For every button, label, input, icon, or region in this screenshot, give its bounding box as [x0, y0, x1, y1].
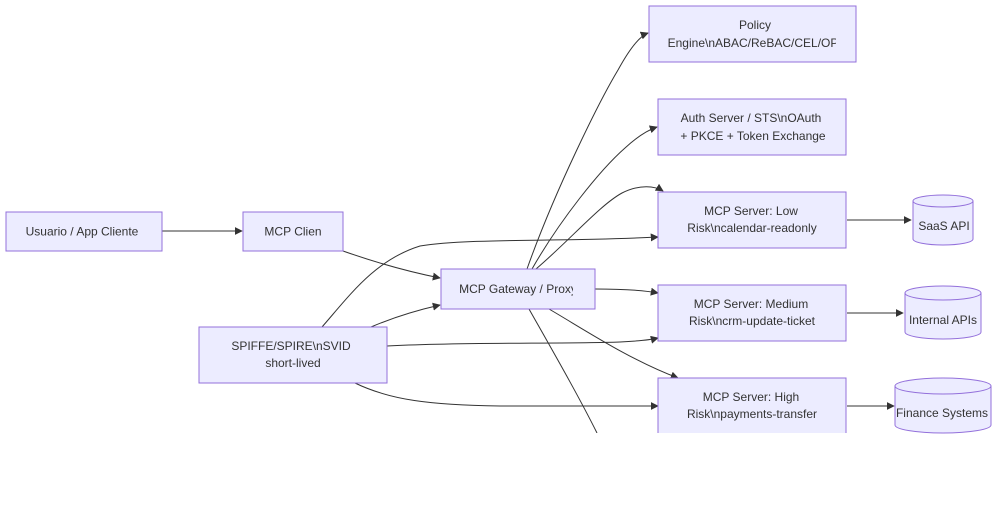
node-label: MCP Clien	[264, 225, 321, 239]
node-label-line2: short-lived	[265, 356, 320, 370]
node-server-low: MCP Server: Low Risk\ncalendar-readonly	[657, 191, 847, 249]
node-spiffe: SPIFFE/SPIRE\nSVID short-lived	[198, 326, 388, 384]
node-finance-systems: Finance Systems	[894, 377, 992, 434]
node-label-line1: MCP Server: High	[703, 390, 799, 404]
edge-gateway-to-policy	[526, 31, 649, 270]
node-internal-apis: Internal APIs	[904, 285, 982, 340]
node-label-line2: Risk\ncalendar-readonly	[687, 221, 816, 235]
edge-spiffe-to-gateway	[370, 302, 441, 328]
node-gateway: MCP Gateway / Proxy	[440, 268, 596, 310]
node-label: SaaS API	[918, 219, 969, 233]
node-label-line2: + PKCE + Token Exchange	[680, 129, 826, 143]
edge-gateway-to-low	[535, 183, 664, 270]
edge-spiffe-to-low	[321, 233, 659, 328]
node-label-line1: MCP Server: Medium	[694, 297, 808, 311]
node-auth-server: Auth Server / STS\nOAuth + PKCE + Token …	[657, 98, 847, 156]
node-label-line1: MCP Server: Low	[704, 204, 798, 218]
edges	[162, 31, 912, 433]
edge-gateway-to-medium	[594, 287, 659, 296]
edge-gateway-to-high	[548, 308, 679, 380]
node-label-line1: SPIFFE/SPIRE\nSVID	[231, 339, 351, 353]
node-label: Finance Systems	[896, 406, 988, 420]
edge-client-to-gateway	[342, 250, 441, 281]
node-label: Internal APIs	[909, 313, 977, 327]
node-label-line1: Auth Server / STS\nOAuth	[681, 111, 822, 125]
node-label-line2: Risk\ncrm-update-ticket	[689, 314, 816, 328]
node-label-line2: Risk\npayments-transfer	[687, 407, 817, 421]
node-label-line1: Policy	[739, 18, 771, 32]
node-saas-api: SaaS API	[912, 194, 974, 246]
node-label: Usuario / App Cliente	[26, 225, 139, 239]
node-policy-engine: Policy Engine\nABAC/ReBAC/CEL/OP	[648, 5, 857, 63]
node-label: MCP Gateway / Proxy	[459, 282, 577, 296]
node-label-line2: Engine\nABAC/ReBAC/CEL/OP	[668, 36, 839, 50]
node-usuario: Usuario / App Cliente	[5, 211, 163, 252]
edge-spiffe-to-medium	[386, 335, 659, 347]
edge-spiffe-to-high	[354, 382, 659, 410]
edge-gateway-to-audit	[528, 308, 598, 433]
node-mcp-client: MCP Clien	[242, 211, 344, 252]
node-server-high: MCP Server: High Risk\npayments-transfer	[657, 377, 847, 433]
node-server-medium: MCP Server: Medium Risk\ncrm-update-tick…	[657, 284, 847, 342]
edge-gateway-to-auth	[531, 125, 658, 270]
